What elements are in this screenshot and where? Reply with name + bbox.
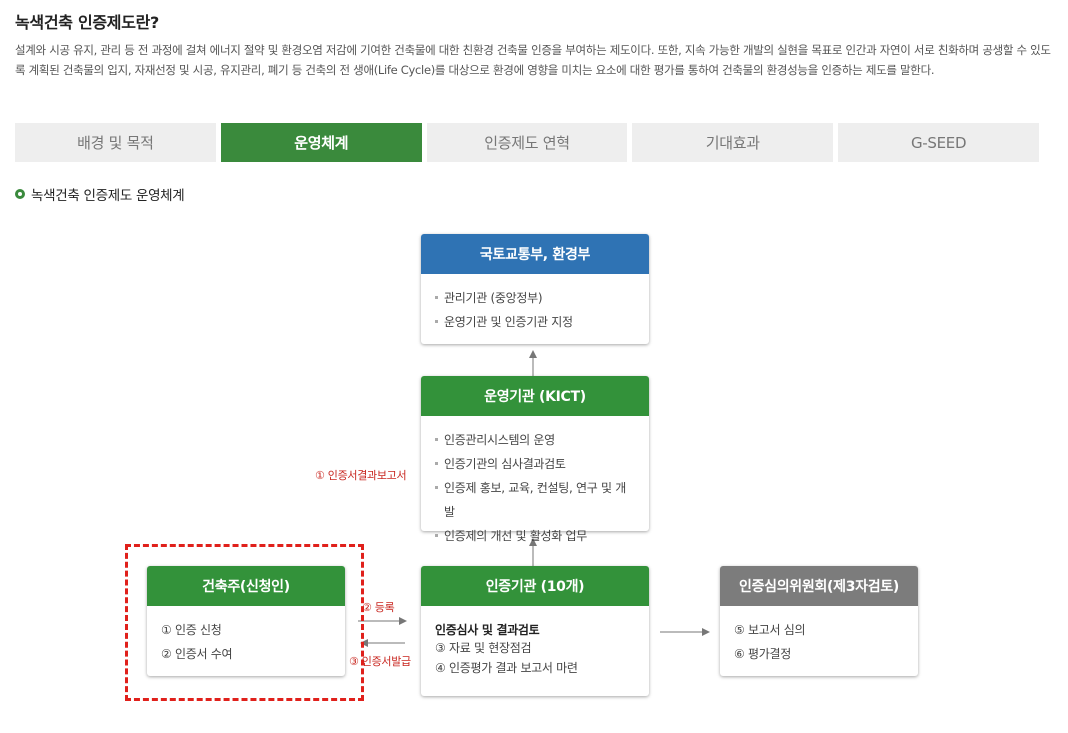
ministry-box: 국토교통부, 환경부 관리기관 (중앙정부) 운영기관 및 인증기관 지정 <box>421 234 649 344</box>
section-title: 녹색건축 인증제도 운영체계 <box>15 184 185 204</box>
circle-bullet-icon <box>15 189 25 199</box>
list-item: 관리기관 (중앙정부) <box>435 286 635 310</box>
tab-background[interactable]: 배경 및 목적 <box>15 123 216 162</box>
tab-history[interactable]: 인증제도 연혁 <box>426 123 628 162</box>
committee-box: 인증심의위원회(제3자검토) ⑤ 보고서 심의 ⑥ 평가결정 <box>720 566 918 676</box>
owner-highlight-frame <box>125 544 364 701</box>
list-item: ⑤ 보고서 심의 <box>734 623 806 637</box>
ministry-title: 국토교통부, 환경부 <box>421 234 649 274</box>
list-item: ② 인증서 수여 <box>161 647 233 661</box>
cert-body: 인증심사 및 결과검토 ③ 자료 및 현장점검 ④ 인증평가 결과 보고서 마련 <box>421 606 649 690</box>
list-item: ① 인증 신청 <box>161 623 222 637</box>
committee-body: ⑤ 보고서 심의 ⑥ 평가결정 <box>720 606 918 678</box>
owner-box: 건축주(신청인) ① 인증 신청 ② 인증서 수여 <box>147 566 345 676</box>
tab-bar: 배경 및 목적 운영체계 인증제도 연혁 기대효과 G-SEED <box>15 123 1039 162</box>
kict-title: 운영기관 (KICT) <box>421 376 649 416</box>
cert-title: 인증기관 (10개) <box>421 566 649 606</box>
list-item: ⑥ 평가결정 <box>734 647 791 661</box>
certification-body-box: 인증기관 (10개) 인증심사 및 결과검토 ③ 자료 및 현장점검 ④ 인증평… <box>421 566 649 696</box>
list-item: 인증기관의 심사결과검토 <box>435 452 635 476</box>
list-item: ④ 인증평가 결과 보고서 마련 <box>435 661 578 675</box>
owner-body: ① 인증 신청 ② 인증서 수여 <box>147 606 345 678</box>
kict-box: 운영기관 (KICT) 인증관리시스템의 운영 인증기관의 심사결과검토 인증제… <box>421 376 649 543</box>
tab-gseed[interactable]: G-SEED <box>838 123 1039 162</box>
list-item: 인증제의 개선 및 활성화 업무 <box>435 524 635 548</box>
list-item: ③ 자료 및 현장점검 <box>435 641 532 655</box>
kict-body: 인증관리시스템의 운영 인증기관의 심사결과검토 인증제 홍보, 교육, 컨설팅… <box>421 416 649 560</box>
page-description: 설계와 시공 유지, 관리 등 전 과정에 걸쳐 에너지 절약 및 환경오염 저… <box>15 43 1051 77</box>
tab-expected-effects[interactable]: 기대효과 <box>632 123 834 162</box>
register-label: ② 등록 <box>362 601 395 614</box>
page-title: 녹색건축 인증제도란? <box>15 13 160 32</box>
list-item: 인증제 홍보, 교육, 컨설팅, 연구 및 개발 <box>435 476 635 524</box>
section-title-text: 녹색건축 인증제도 운영체계 <box>31 188 185 204</box>
ministry-body: 관리기관 (중앙정부) 운영기관 및 인증기관 지정 <box>421 274 649 346</box>
cert-subtitle: 인증심사 및 결과검토 <box>435 623 540 637</box>
list-item: 운영기관 및 인증기관 지정 <box>435 310 635 334</box>
issue-label: ③ 인증서발급 <box>349 655 411 668</box>
list-item: 인증관리시스템의 운영 <box>435 428 635 452</box>
committee-title: 인증심의위원회(제3자검토) <box>720 566 918 606</box>
tab-operation-system[interactable]: 운영체계 <box>220 123 422 162</box>
owner-title: 건축주(신청인) <box>147 566 345 606</box>
report-label: ① 인증서결과보고서 <box>315 469 407 482</box>
